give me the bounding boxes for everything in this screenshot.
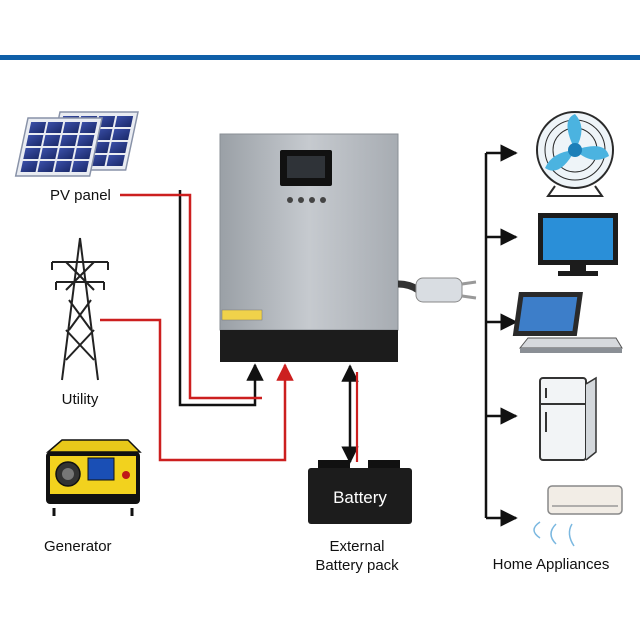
power-plug-icon [397,277,477,303]
power-tower-icon [51,237,109,381]
battery-pack-label-line2: Battery pack [315,557,399,574]
generator-icon [45,439,142,516]
tv-icon [538,213,618,276]
air-conditioner-icon [533,485,623,547]
wire-load-bus [484,144,518,527]
battery-pack-label-line1: External [329,538,384,555]
wire-pv-black [178,190,264,407]
battery-icon [308,460,412,524]
wire-pv-red [120,193,262,400]
pv-panel-label: PV panel [50,187,111,204]
generator-label: Generator [44,538,112,555]
utility-label: Utility [62,391,99,408]
home-appliances-label: Home Appliances [493,556,610,573]
header-accent-bar [0,55,640,60]
inverter-unit [219,133,399,362]
laptop-icon [512,292,623,353]
solar-panel-icon [14,111,139,177]
wire-utility-red [100,318,294,462]
fan-icon [536,111,614,197]
fridge-icon [539,376,597,461]
battery-label: Battery [333,488,387,507]
wire-battery [341,364,359,464]
